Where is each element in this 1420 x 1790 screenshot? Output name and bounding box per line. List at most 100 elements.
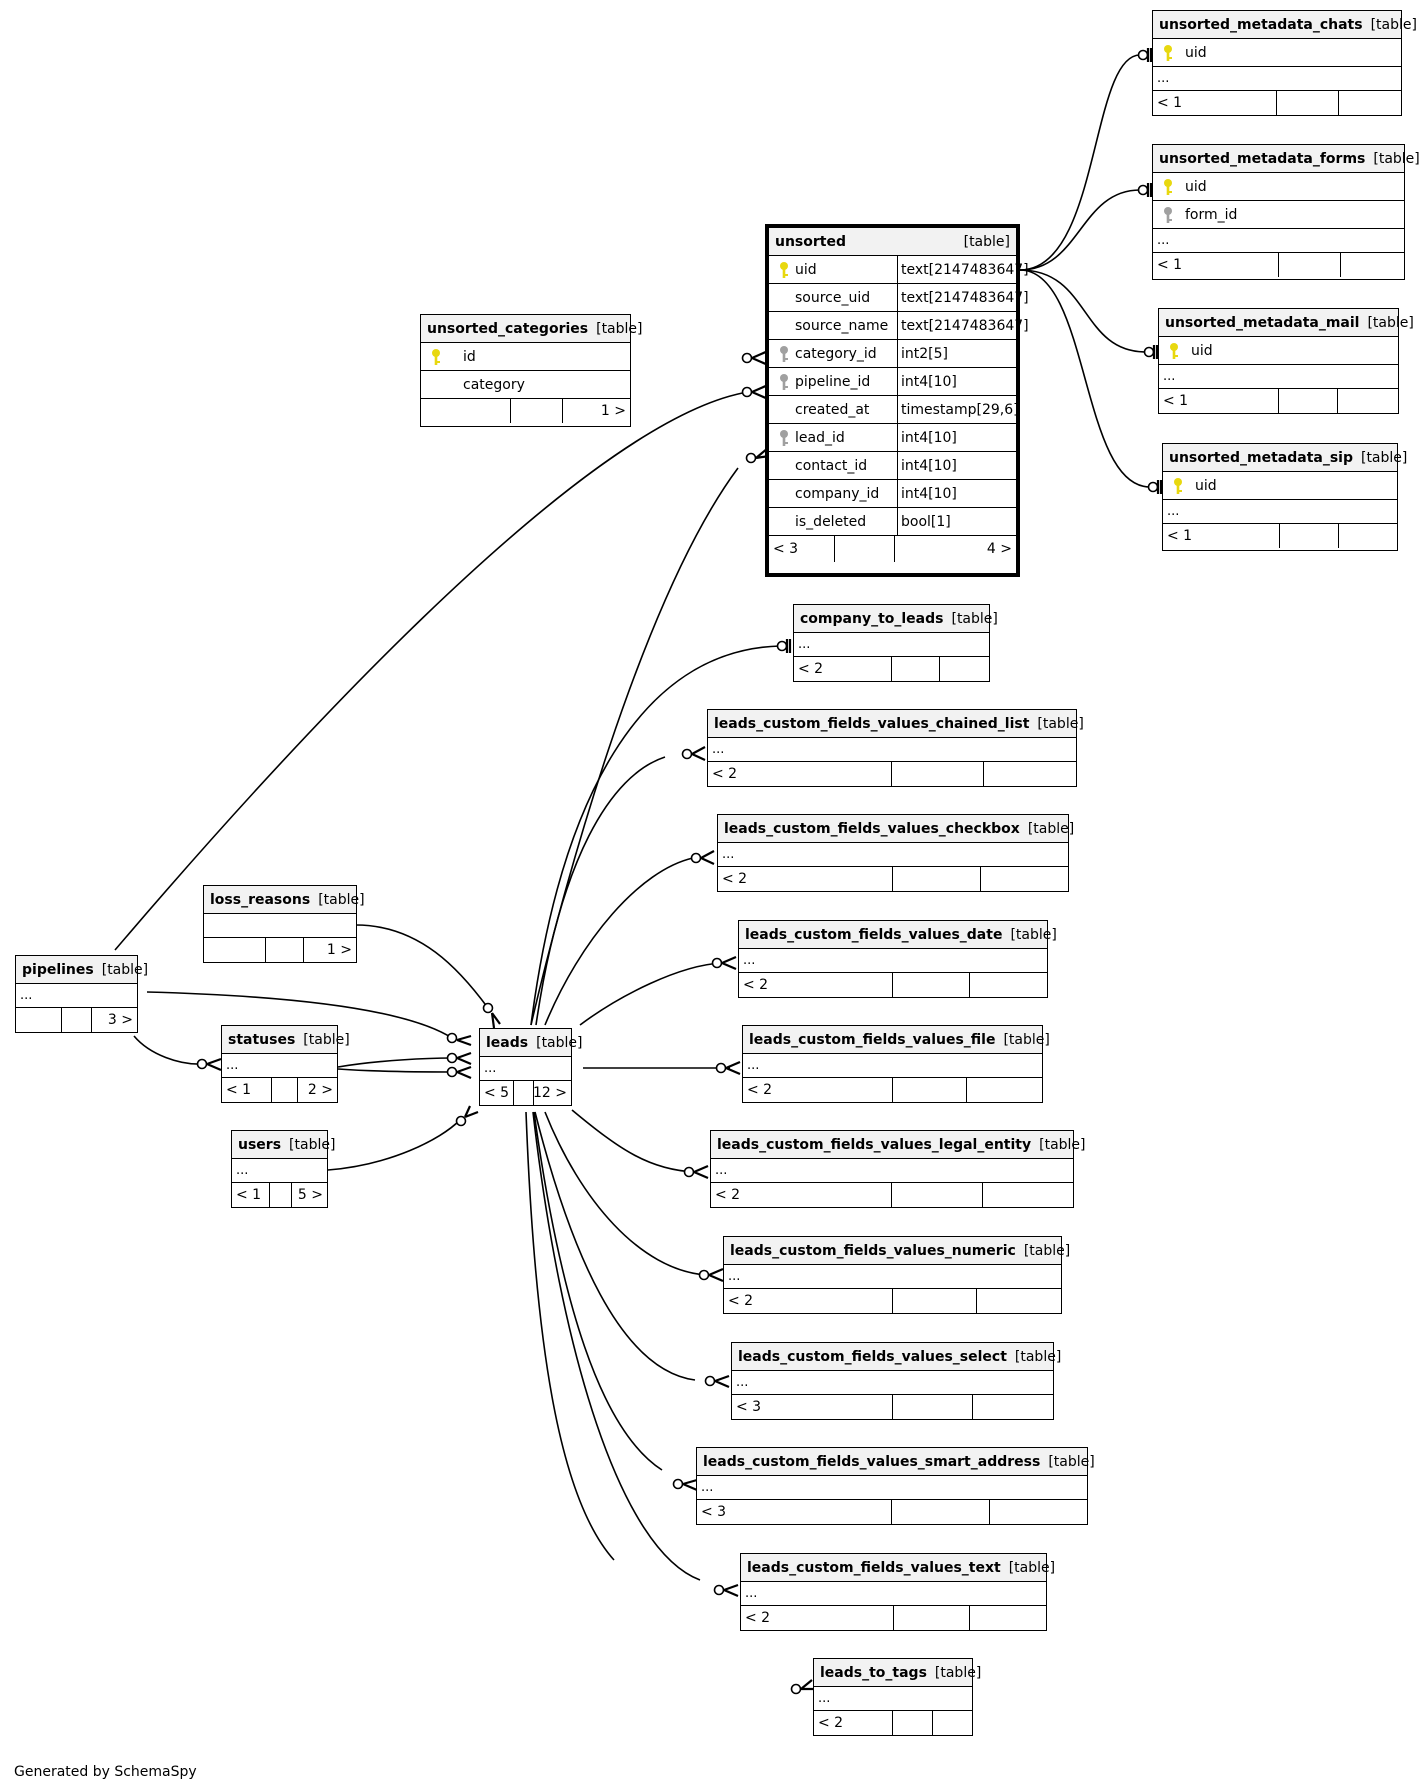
table-header: unsorted_categories[table]: [421, 315, 643, 343]
marker-file: [715, 1062, 727, 1074]
marker-tags: [790, 1683, 802, 1695]
marker-statuses-2: [446, 1066, 458, 1078]
table-leads-custom-fields-values-file[interactable]: leads_custom_fields_values_file[table] .…: [742, 1025, 1050, 1103]
table-footer: < 1: [1153, 91, 1401, 115]
table-header: leads_custom_fields_values_legal_entity[…: [711, 1131, 1086, 1159]
table-pipelines[interactable]: pipelines[table] ... 3 >: [15, 955, 148, 1033]
footer-blank: [1279, 389, 1339, 413]
parents-count: < 3: [769, 536, 835, 562]
table-name: leads_custom_fields_values_checkbox: [724, 820, 1020, 837]
marker-company: [776, 640, 788, 652]
table-type: [table]: [1373, 150, 1420, 167]
parents-count: < 2: [708, 762, 892, 786]
generated-by-label: Generated by SchemaSpy: [14, 1764, 197, 1780]
table-name: leads_custom_fields_values_file: [749, 1031, 996, 1048]
table-name: unsorted_categories: [427, 320, 589, 337]
children-count: [973, 1395, 1053, 1419]
primary-key-icon: [1167, 477, 1189, 495]
footer-blank: [893, 1395, 973, 1419]
table-header: leads[table]: [480, 1029, 583, 1057]
footer-blank: [894, 1606, 970, 1630]
table-leads-custom-fields-values-text[interactable]: leads_custom_fields_values_text[table] .…: [740, 1553, 1055, 1631]
parents-count: < 2: [814, 1711, 893, 1735]
table-footer: < 2: [743, 1078, 1042, 1102]
edge-leads-tags: [525, 1111, 615, 1561]
table-footer: < 2: [711, 1183, 1073, 1207]
table-leads-custom-fields-values-select[interactable]: leads_custom_fields_values_select[table]…: [731, 1342, 1061, 1420]
column-name: contact_id: [795, 457, 868, 474]
table-unsorted-categories[interactable]: unsorted_categories[table] id category 1…: [420, 314, 643, 427]
table-unsorted-metadata-mail[interactable]: unsorted_metadata_mail[table] uid ... < …: [1158, 308, 1414, 414]
table-leads-custom-fields-values-date[interactable]: leads_custom_fields_values_date[table] .…: [738, 920, 1057, 998]
marker-pipelines-leads: [446, 1032, 458, 1044]
children-count: [967, 1078, 1042, 1102]
footer-blank: [270, 1183, 292, 1207]
footer-blank: [1277, 91, 1339, 115]
column-type: text[2147483647]: [901, 289, 1029, 306]
table-type: [table]: [303, 1031, 350, 1048]
table-leads-custom-fields-values-numeric[interactable]: leads_custom_fields_values_numeric[table…: [723, 1236, 1070, 1314]
table-company-to-leads[interactable]: company_to_leads[table] ... < 2: [793, 604, 998, 682]
column-row: form_id: [1153, 201, 1404, 229]
column-row: uid: [1163, 472, 1397, 500]
table-unsorted-metadata-forms[interactable]: unsorted_metadata_forms[table] uid form_…: [1152, 144, 1420, 280]
table-leads-custom-fields-values-smart-address[interactable]: leads_custom_fields_values_smart_address…: [696, 1447, 1095, 1525]
parents-count: < 2: [743, 1078, 893, 1102]
table-header: leads_custom_fields_values_date[table]: [739, 921, 1057, 949]
children-count: 12 >: [533, 1085, 567, 1101]
table-name: loss_reasons: [210, 891, 311, 908]
marker-users: [455, 1115, 467, 1127]
table-type: [table]: [1008, 1559, 1056, 1576]
footer-blank: [514, 1081, 535, 1105]
edge-leads-text: [532, 1111, 701, 1581]
children-count: [970, 1606, 1046, 1630]
edge-leads-company: [530, 645, 781, 1026]
table-type: [table]: [101, 961, 149, 978]
column-row: uid: [1153, 173, 1404, 201]
table-name: company_to_leads: [800, 610, 944, 627]
table-header: company_to_leads[table]: [794, 605, 998, 633]
children-count: [983, 1183, 1074, 1207]
table-type: [table]: [1039, 1136, 1086, 1153]
table-type: [table]: [963, 233, 1010, 250]
parents-count: < 1: [1153, 253, 1279, 277]
children-count: [940, 657, 989, 681]
table-leads-custom-fields-values-legal-entity[interactable]: leads_custom_fields_values_legal_entity[…: [710, 1130, 1086, 1208]
footer-blank: [1280, 524, 1339, 548]
primary-key-icon: [1163, 342, 1185, 360]
marker-checkbox: [690, 852, 702, 864]
table-leads-to-tags[interactable]: leads_to_tags[table] ... < 2: [813, 1658, 981, 1736]
more-columns: ...: [1159, 365, 1398, 389]
edge-pipelines-unsorted: [114, 391, 749, 951]
table-header: leads_custom_fields_values_select[table]: [732, 1343, 1061, 1371]
marker-text: [713, 1584, 725, 1596]
table-loss-reasons[interactable]: loss_reasons [table] 1 >: [203, 885, 365, 963]
table-leads-custom-fields-values-chained-list[interactable]: leads_custom_fields_values_chained_list[…: [707, 709, 1084, 787]
table-type: [table]: [318, 891, 365, 908]
parents-count: < 1: [232, 1183, 270, 1207]
table-name: unsorted: [775, 233, 846, 250]
table-header: leads_custom_fields_values_checkbox[tabl…: [718, 815, 1074, 843]
more-columns: ...: [232, 1159, 327, 1183]
table-header: leads_custom_fields_values_chained_list[…: [708, 710, 1084, 738]
table-footer: < 2: [708, 762, 1076, 786]
footer-blank: [892, 657, 941, 681]
table-unsorted-metadata-chats[interactable]: unsorted_metadata_chats[table] uid ... <…: [1152, 10, 1417, 116]
table-name: statuses: [228, 1031, 296, 1048]
more-columns: ...: [741, 1582, 1046, 1606]
column-name: id: [463, 348, 476, 365]
column-type: text[2147483647]: [901, 317, 1029, 334]
table-unsorted-metadata-sip[interactable]: unsorted_metadata_sip[table] uid ... < 1: [1162, 443, 1407, 551]
table-footer: < 2: [741, 1606, 1046, 1630]
table-footer: 1 >: [204, 938, 356, 962]
table-leads-custom-fields-values-checkbox[interactable]: leads_custom_fields_values_checkbox[tabl…: [717, 814, 1074, 892]
